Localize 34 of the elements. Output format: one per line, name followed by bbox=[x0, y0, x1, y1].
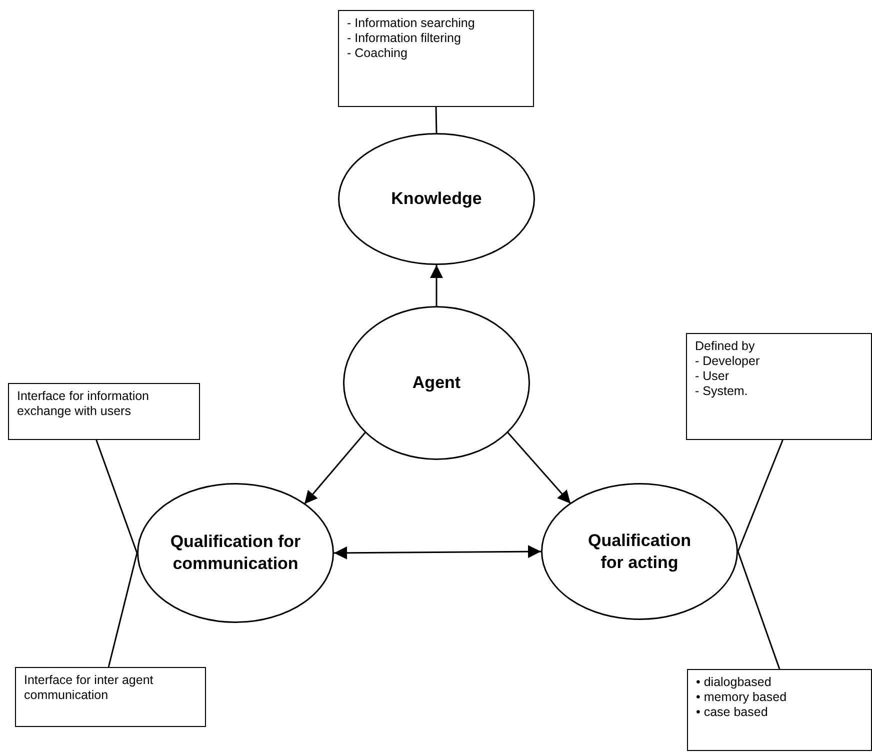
node-label: Qualification for communication bbox=[169, 531, 302, 575]
connector-line bbox=[108, 552, 138, 668]
note-text: Interface for information exchange with users bbox=[17, 389, 150, 419]
note-text: - Information filtering bbox=[347, 31, 462, 46]
note-text: - Coaching bbox=[347, 46, 408, 61]
note-text: • dialogbased bbox=[696, 675, 772, 690]
ellipse-node bbox=[338, 133, 535, 265]
node-label: Agent bbox=[412, 372, 461, 394]
arrow bbox=[334, 545, 541, 560]
arrow bbox=[430, 265, 443, 306]
note-text: • memory based bbox=[696, 690, 788, 705]
ellipse-node bbox=[343, 306, 530, 460]
note-box bbox=[687, 669, 872, 751]
note-text: Interface for inter agent communication bbox=[24, 673, 154, 703]
note-text: - User bbox=[695, 369, 730, 384]
ellipse-node bbox=[137, 483, 334, 623]
note-box bbox=[8, 383, 200, 440]
arrow bbox=[304, 432, 366, 504]
note-text: • case based bbox=[696, 705, 769, 720]
note-text: - System. bbox=[695, 384, 749, 399]
node-label: Knowledge bbox=[391, 188, 482, 210]
node-label: Qualification for acting bbox=[587, 530, 692, 574]
connector-line bbox=[737, 440, 784, 552]
connector-line bbox=[96, 440, 138, 554]
connector-line bbox=[435, 106, 438, 134]
note-text: Defined by bbox=[695, 339, 756, 354]
note-text: - Information searching bbox=[347, 16, 476, 31]
note-box bbox=[338, 10, 534, 107]
ellipse-node bbox=[541, 483, 738, 620]
note-text: - Developer bbox=[695, 354, 761, 369]
note-box bbox=[686, 333, 872, 440]
arrow bbox=[507, 432, 572, 504]
note-box bbox=[15, 667, 206, 727]
connector-line bbox=[737, 551, 780, 670]
